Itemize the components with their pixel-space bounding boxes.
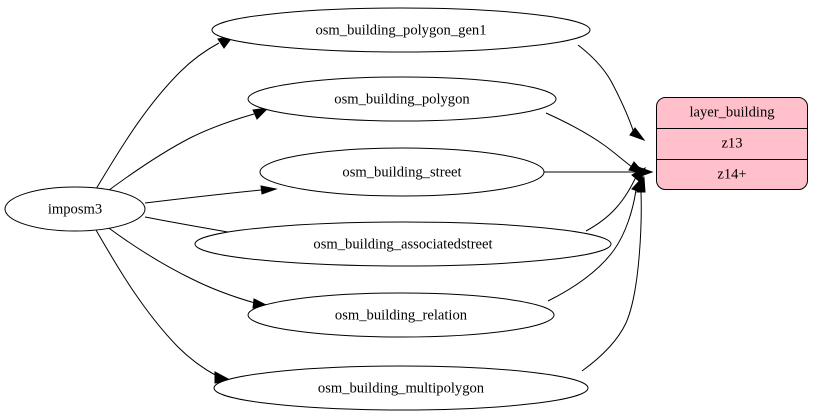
edge-imposm3-to-osm_building_street xyxy=(144,185,278,204)
node-osm_building_polygon_gen1[interactable]: osm_building_polygon_gen1 xyxy=(211,7,591,53)
edge-osm_building_multipolygon-to-z14 xyxy=(581,176,646,372)
node-osm_building_associatedstreet[interactable]: osm_building_associatedstreet xyxy=(194,221,612,267)
node-label-osm_building_associatedstreet: osm_building_associatedstreet xyxy=(313,236,492,252)
edges-to-layer-building xyxy=(544,44,654,372)
record-row-z13: z13 xyxy=(721,135,742,151)
node-label-osm_building_polygon_gen1: osm_building_polygon_gen1 xyxy=(315,22,486,38)
node-layer_building-record[interactable]: layer_building z13 z14+ xyxy=(656,97,808,190)
node-label-osm_building_polygon: osm_building_polygon xyxy=(334,91,470,107)
node-label-osm_building_street: osm_building_street xyxy=(342,164,461,180)
record-row-z14plus: z14+ xyxy=(717,166,746,182)
node-osm_building_polygon[interactable]: osm_building_polygon xyxy=(247,76,557,122)
layer-building-box xyxy=(656,97,808,190)
node-imposm3[interactable]: imposm3 xyxy=(4,186,146,232)
edge-osm_building_associatedstreet-to-z14 xyxy=(585,166,646,232)
node-label-osm_building_multipolygon: osm_building_multipolygon xyxy=(318,380,485,396)
edge-osm_building_polygon-to-z14 xyxy=(545,112,646,174)
node-osm_building_multipolygon[interactable]: osm_building_multipolygon xyxy=(213,365,589,411)
edge-imposm3-to-osm_building_polygon xyxy=(104,107,270,194)
edge-osm_building_polygon_gen1-to-z13 xyxy=(577,44,646,142)
record-row-layer_building: layer_building xyxy=(689,104,775,120)
node-osm_building_relation[interactable]: osm_building_relation xyxy=(247,292,555,338)
edge-imposm3-to-osm_building_polygon_gen1 xyxy=(95,35,235,190)
node-osm_building_street[interactable]: osm_building_street xyxy=(259,147,545,197)
node-label-imposm3: imposm3 xyxy=(48,201,102,217)
edge-imposm3-to-osm_building_multipolygon xyxy=(95,229,232,384)
node-label-osm_building_relation: osm_building_relation xyxy=(335,307,468,323)
